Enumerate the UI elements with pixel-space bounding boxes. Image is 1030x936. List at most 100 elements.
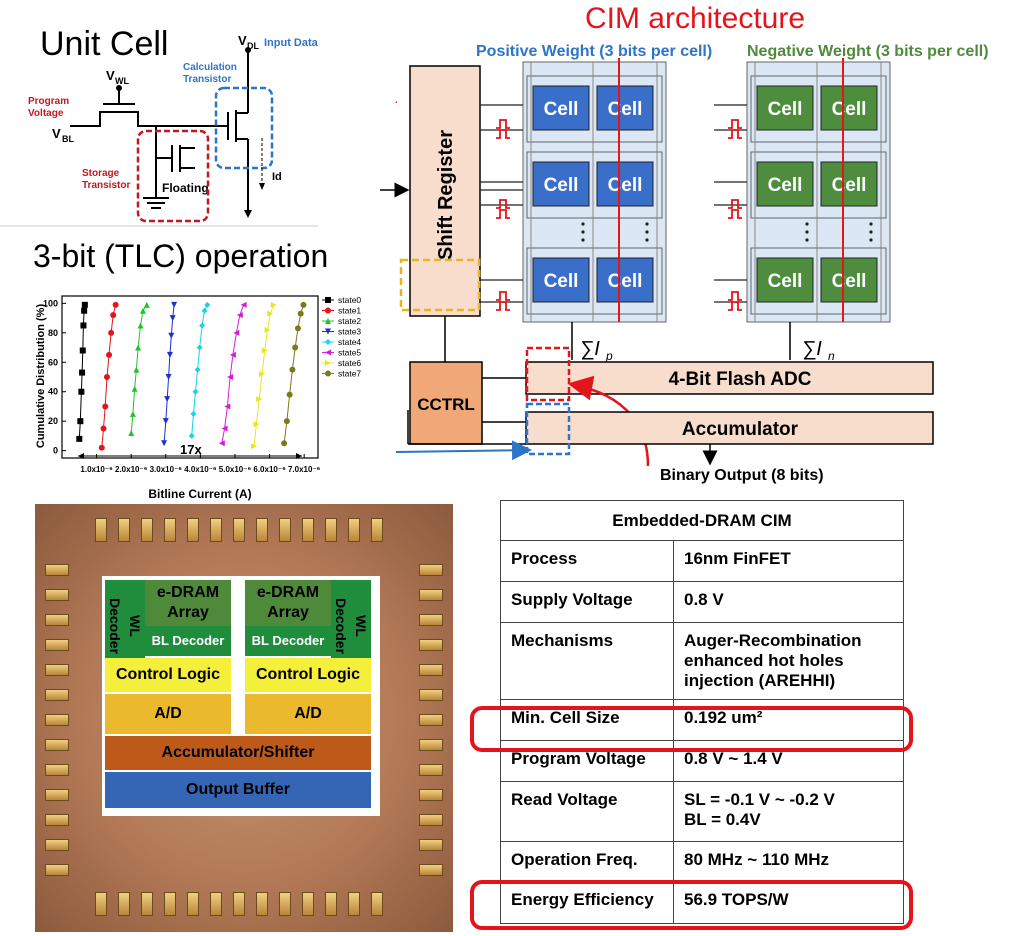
bond-pad — [118, 518, 130, 542]
word-lines — [480, 104, 747, 311]
data-point — [100, 425, 107, 432]
bond-pad — [45, 839, 69, 851]
y-tick-label: 60 — [48, 357, 58, 367]
data-point — [325, 349, 331, 356]
legend-label: state1 — [338, 306, 361, 316]
data-point — [221, 425, 228, 432]
data-point — [103, 374, 110, 380]
cell-label: Cell — [544, 271, 579, 292]
spec-value: SL = -0.1 V ~ -0.2 V BL = 0.4V — [673, 781, 904, 842]
bond-pad — [95, 892, 107, 916]
x-tick-label: 1.0x10⁻⁶ — [80, 465, 113, 474]
bond-pad — [233, 518, 245, 542]
chart-xlabel: Bitline Current (A) — [148, 487, 251, 501]
svg-text:WL: WL — [115, 76, 129, 86]
legend-entry: state6 — [322, 358, 361, 368]
data-point — [201, 307, 208, 314]
bond-pad — [419, 664, 443, 676]
series-state7 — [281, 301, 307, 447]
data-point — [289, 366, 296, 373]
ad-left: A/D — [105, 694, 231, 734]
bond-pad — [371, 518, 383, 542]
die-photo: WL Decoder e-DRAM Array BL Decoder Contr… — [35, 504, 453, 932]
storage-transistor-box — [136, 129, 210, 223]
legend-entry: state1 — [322, 306, 361, 316]
bond-pad — [45, 789, 69, 801]
vdl-label: V DL — [238, 33, 259, 51]
spec-key: Mechanisms — [500, 622, 674, 700]
sum-in-label: ∑I n — [802, 338, 835, 363]
cell-block: Cell — [532, 85, 590, 131]
legend-entry: state5 — [322, 348, 361, 358]
floating-label: Floating — [162, 181, 209, 195]
spec-header: Embedded-DRAM CIM — [500, 500, 904, 541]
output-buffer: Output Buffer — [105, 772, 371, 808]
vbl-label: V BL — [52, 126, 74, 144]
shift-register-label: Shift Register — [435, 130, 457, 260]
y-tick-label: 20 — [48, 416, 58, 426]
cim-title: CIM architecture — [585, 2, 805, 35]
data-point — [218, 440, 225, 447]
data-point — [300, 301, 307, 308]
spec-key: Energy Efficiency — [500, 881, 674, 924]
cell-block: Cell — [532, 161, 590, 207]
bond-pad — [45, 764, 69, 776]
bond-pad — [371, 892, 383, 916]
data-point — [256, 396, 263, 403]
svg-text:DL: DL — [247, 41, 259, 51]
data-point — [143, 301, 150, 308]
data-point — [204, 301, 211, 308]
x-tick-label: 7.0x10⁻⁶ — [288, 465, 321, 474]
data-point — [137, 322, 144, 329]
spec-value: 0.8 V — [673, 581, 904, 623]
cell-block: Cell — [820, 161, 878, 207]
unit-cell-title: Unit Cell — [40, 25, 168, 63]
data-point — [139, 307, 146, 314]
adc-label: 4-Bit Flash ADC — [669, 369, 812, 390]
data-point — [81, 301, 88, 308]
wl-decoder-left: WL Decoder — [105, 580, 145, 672]
svg-text:p: p — [605, 349, 613, 363]
bond-pad — [419, 814, 443, 826]
y-tick-label: 40 — [48, 387, 58, 397]
series-state4 — [188, 301, 211, 439]
binary-output-label: Binary Output (8 bits) — [660, 467, 824, 484]
x-tick-label: 4.0x10⁻⁶ — [184, 465, 217, 474]
bond-pad — [302, 518, 314, 542]
data-point — [162, 418, 169, 425]
svg-text:V: V — [238, 33, 247, 48]
pulse-icon — [728, 209, 742, 219]
cell-label: Cell — [768, 175, 803, 196]
sum-ip-label: ∑I p — [580, 338, 613, 363]
data-point — [261, 347, 268, 354]
legend-label: state5 — [338, 348, 361, 358]
data-point — [135, 344, 142, 351]
spec-key: Operation Freq. — [500, 841, 674, 882]
bond-pad — [325, 892, 337, 916]
bond-pad — [95, 518, 107, 542]
data-point — [194, 366, 201, 373]
data-point — [78, 388, 85, 395]
legend-label: state2 — [338, 316, 361, 326]
data-point — [292, 344, 299, 351]
bond-pad — [419, 839, 443, 851]
cctrl-block — [409, 361, 483, 445]
bl-decoder-right: BL Decoder — [245, 626, 331, 656]
bond-pad — [256, 892, 268, 916]
data-point — [224, 403, 231, 410]
data-point — [229, 351, 236, 358]
legend-entry: state2 — [322, 316, 361, 326]
bond-pad — [419, 589, 443, 601]
pulse-icon — [728, 301, 742, 311]
pulse-icon — [496, 209, 510, 219]
spec-value: Auger-Recombination enhanced hot holes i… — [673, 622, 904, 700]
legend-entry: state3 — [322, 327, 361, 337]
pulse-icon — [496, 129, 510, 139]
id-label: Id — [272, 171, 282, 183]
accumulator-shifter: Accumulator/Shifter — [105, 736, 371, 770]
bond-pad — [419, 564, 443, 576]
